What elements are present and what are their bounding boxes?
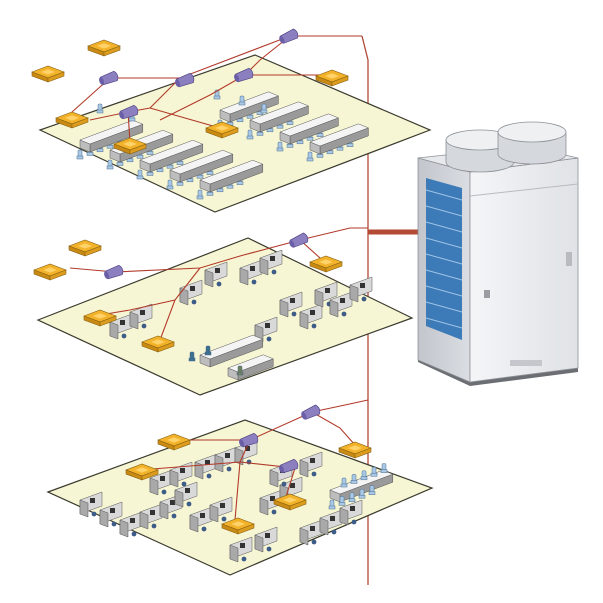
chair [338, 496, 346, 506]
chair [204, 345, 212, 356]
workstation [299, 303, 323, 330]
indoor-unit-icon [68, 239, 102, 257]
chair [306, 151, 314, 162]
fan-shroud [497, 121, 567, 165]
indoor-unit-icon [113, 137, 147, 155]
chair [276, 141, 284, 152]
branch-joint-icon [289, 232, 309, 248]
indoor-unit-icon [221, 517, 255, 535]
desk [249, 101, 310, 133]
chair [350, 474, 358, 484]
desk [219, 91, 280, 123]
desk [199, 159, 264, 193]
branch-joint-icon [279, 28, 299, 44]
workstation [254, 526, 278, 553]
chair [236, 365, 244, 376]
workstation [119, 511, 143, 538]
outdoor-unit-icon [417, 121, 579, 386]
workstation [239, 259, 263, 286]
chair [360, 470, 368, 481]
chair [368, 485, 376, 495]
workstation [259, 249, 283, 276]
workstation [169, 461, 193, 488]
indoor-unit-icon [55, 111, 89, 129]
chair [328, 499, 336, 510]
indoor-unit-icon [157, 433, 191, 451]
workstation [349, 276, 373, 303]
indoor-unit-icon [125, 463, 159, 481]
workstation [204, 261, 228, 288]
desk [309, 123, 370, 155]
indoor-unit-icon [273, 493, 307, 511]
floor-plate [36, 237, 414, 396]
chair [370, 466, 378, 477]
chair [76, 149, 84, 160]
indoor-unit-icon [87, 39, 121, 57]
desk [199, 334, 264, 368]
chair [348, 492, 356, 503]
indoor-unit-icon [309, 255, 343, 273]
workstation [299, 519, 323, 546]
workstation [319, 509, 343, 536]
chair [188, 351, 196, 362]
workstation [179, 279, 203, 306]
desk [139, 139, 204, 173]
workstation [229, 536, 253, 563]
workstation [314, 281, 338, 308]
fan-shroud [445, 129, 515, 173]
indoor-unit-icon [141, 335, 175, 353]
heat-exchanger-coil [425, 178, 463, 340]
floor-top [31, 28, 432, 213]
chair [166, 179, 174, 190]
branch-joint-icon [175, 72, 195, 88]
branch-joint-icon [301, 404, 321, 420]
chair [246, 129, 254, 140]
workstation [109, 313, 133, 340]
branch-joint-icon [99, 70, 119, 86]
indoor-unit-icon [315, 69, 349, 87]
chair [260, 103, 268, 114]
floor-middle [33, 227, 414, 396]
office-furniture [109, 249, 373, 381]
chair [96, 103, 104, 114]
chair [238, 95, 246, 106]
main-riser-pipe [361, 35, 418, 585]
indoor-unit-icon [205, 121, 239, 139]
workstation [139, 503, 163, 530]
workstation [339, 499, 363, 526]
workstation [329, 291, 353, 318]
workstation [79, 491, 103, 518]
workstation [209, 496, 233, 523]
workstation [259, 489, 283, 516]
workstation [174, 481, 198, 508]
chair [136, 169, 144, 180]
workstation [279, 291, 303, 318]
branch-joint-icon [104, 264, 124, 280]
branch-joint-icon [239, 432, 259, 448]
indoor-unit-icon [31, 65, 65, 83]
desk [279, 113, 340, 145]
workstation [149, 469, 173, 496]
indoor-unit-icon [83, 309, 117, 327]
workstation [299, 451, 323, 478]
chair [340, 477, 348, 488]
workstation [99, 501, 123, 528]
branch-joint-icon [119, 104, 139, 120]
indoor-unit-icon [338, 441, 372, 459]
desk [169, 149, 234, 183]
chair [196, 189, 204, 200]
workstation [254, 316, 278, 343]
workstation [129, 303, 153, 330]
chair [380, 463, 388, 473]
chair [106, 159, 114, 170]
conference-furniture [76, 89, 370, 200]
workstation [189, 506, 213, 533]
branch-joint-icon [234, 67, 254, 83]
indoor-unit-icon [33, 263, 67, 281]
chair [358, 488, 366, 499]
branch-joint-icon [279, 458, 299, 474]
floor-bottom [46, 399, 434, 576]
